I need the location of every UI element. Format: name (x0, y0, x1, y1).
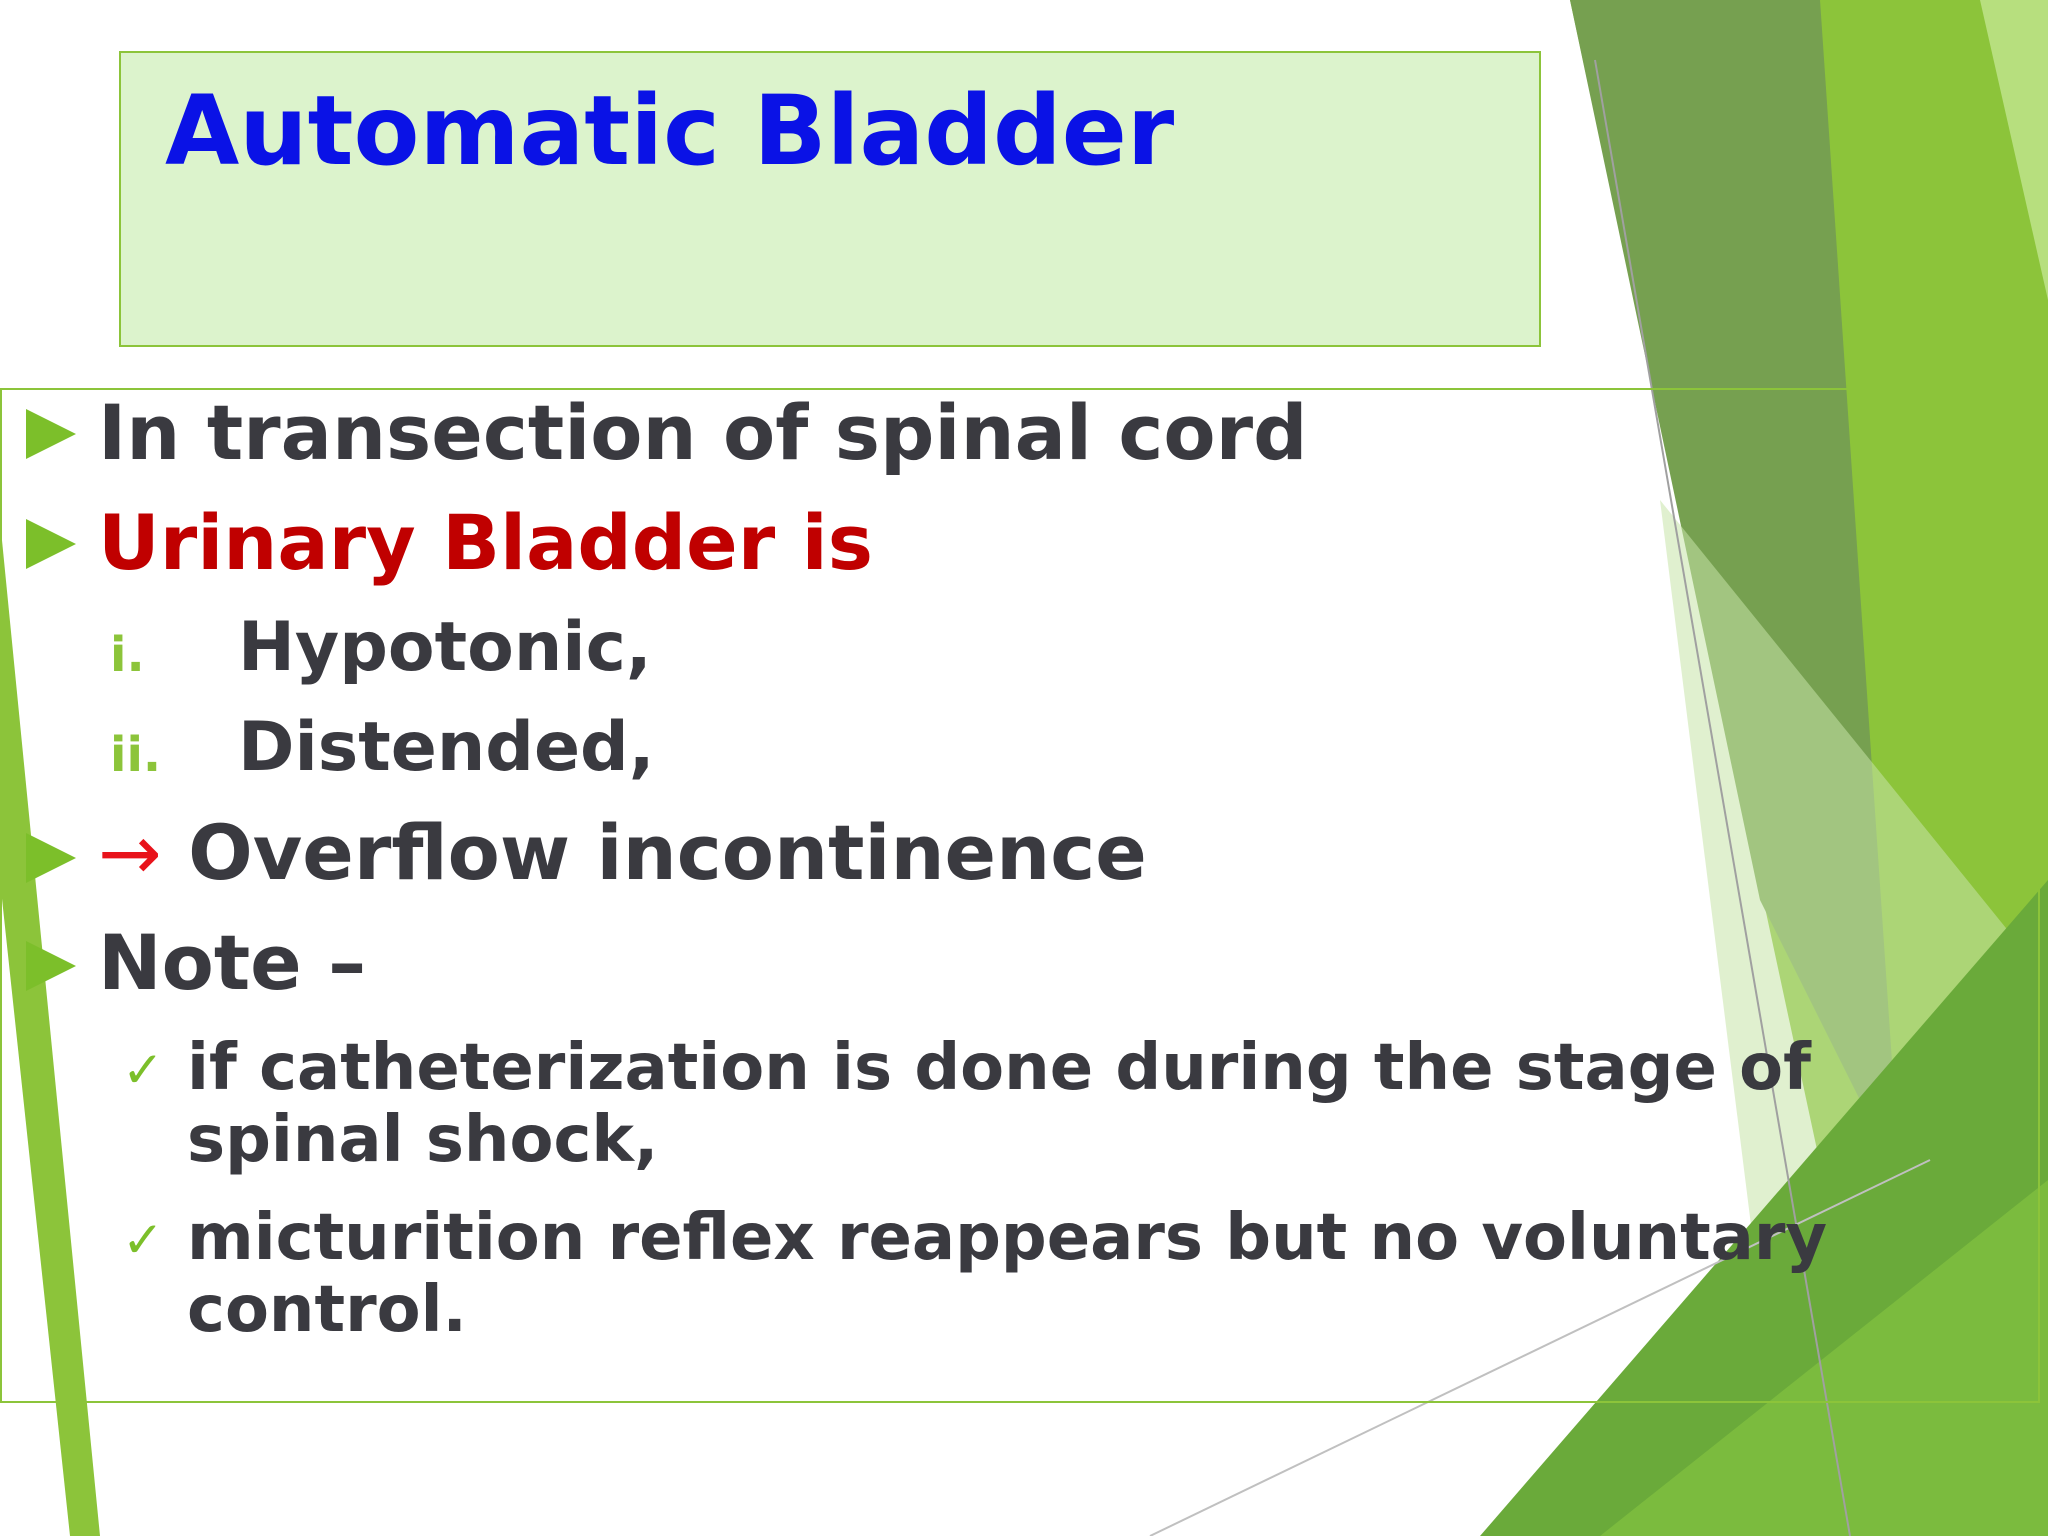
numbered-marker: ii. (110, 727, 162, 783)
triangle-bullet-icon (26, 833, 76, 883)
slide-title: Automatic Bladder (165, 75, 1175, 187)
triangle-bullet-icon (26, 409, 76, 459)
check-icon: ✓ (122, 1211, 164, 1269)
note-catheterization: if catheterization is done during the st… (187, 1031, 1811, 1177)
bullet-overflow-text: Overflow incontinence (188, 808, 1147, 897)
triangle-bullet-icon (26, 941, 76, 991)
check-icon: ✓ (122, 1041, 164, 1099)
note-micturition: micturition reflex reappears but no volu… (187, 1201, 1828, 1347)
bullet-transection: In transection of spinal cord (98, 388, 1308, 477)
sub-item-distended: Distended, (238, 708, 655, 787)
bullet-overflow-incontinence: → Overflow incontinence (98, 805, 1147, 901)
bullet-urinary-bladder: Urinary Bladder is (98, 498, 873, 587)
title-box: Automatic Bladder (119, 51, 1541, 347)
content-box (0, 388, 2040, 1403)
sub-item-hypotonic: Hypotonic, (238, 608, 652, 687)
right-arrow-icon: → (98, 808, 162, 897)
triangle-bullet-icon (26, 519, 76, 569)
bullet-note: Note – (98, 918, 367, 1007)
numbered-marker: i. (110, 627, 145, 683)
